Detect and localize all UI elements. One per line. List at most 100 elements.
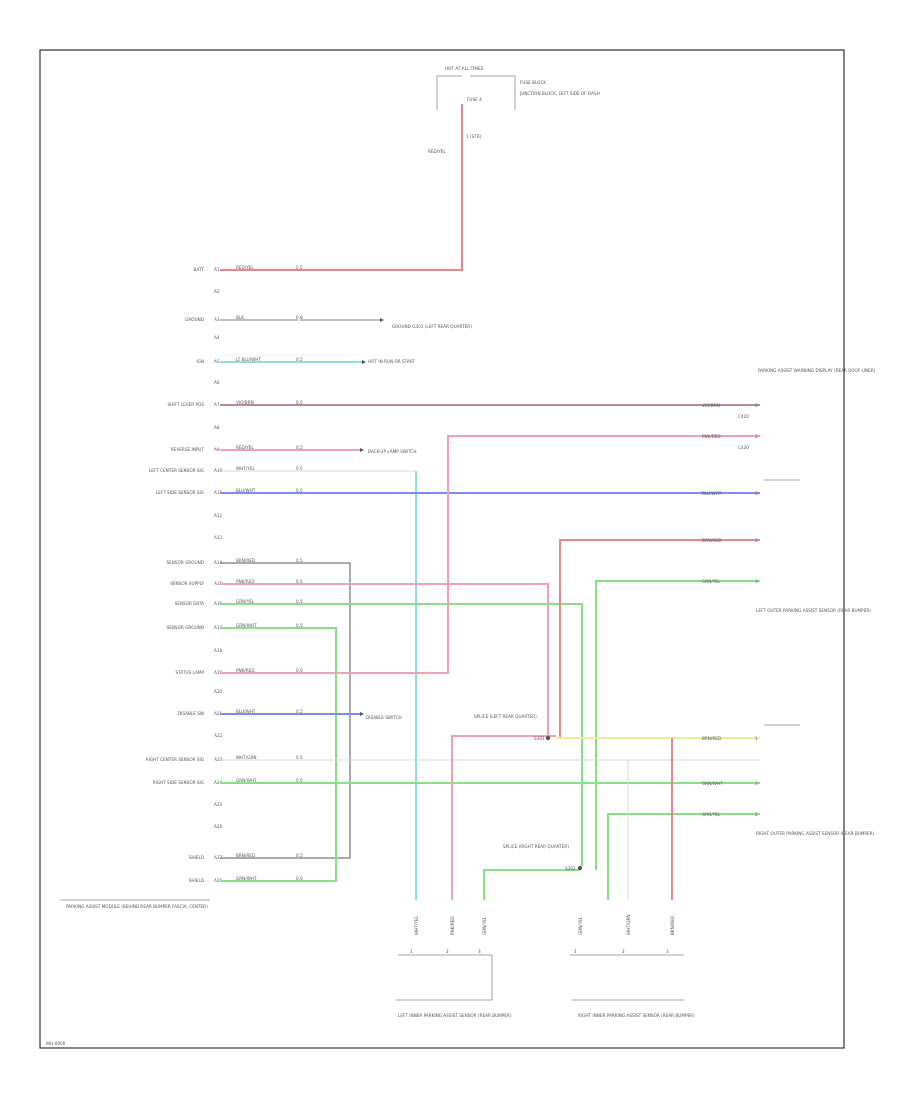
left-sensor-wire-2: PNK/RED — [450, 916, 455, 935]
pin-label-16: SENSOR DATA — [175, 601, 205, 606]
pin-wire-27: BRN/RED — [236, 853, 255, 858]
right-sensor-pin-1: 1 — [574, 949, 577, 954]
right-component-left-outer: LEFT OUTER PARKING ASSIST SENSOR (REAR B… — [756, 479, 871, 726]
pin-label-17: SENSOR GROUND — [166, 625, 204, 630]
pin-number-2: A2 — [214, 289, 220, 294]
pin-circuit-21: 0.5 — [296, 709, 303, 714]
splice-upper-dot — [545, 735, 551, 741]
pin-number-1: A1 — [214, 267, 220, 272]
diagram-frame — [39, 49, 845, 1049]
pin-label-5: IGN — [196, 359, 204, 364]
pin-wire-19: PNK/RED — [236, 668, 255, 673]
right-wire-label-7: GRN/WHT — [702, 781, 723, 786]
left-outer-supply — [559, 539, 760, 738]
callout-arrow-4 — [380, 318, 384, 322]
pin-label-19: STATUS LAMP — [176, 670, 205, 675]
pin-number-9: A9 — [214, 447, 220, 452]
pin-wire-1: RED/YEL — [236, 265, 254, 270]
pin-wire-15: PNK/RED — [236, 579, 255, 584]
right-inner-sensor: RIGHT INNER PARKING ASSIST SENSOR (REAR … — [570, 954, 695, 1018]
pin-circuit-11: 0.5 — [296, 488, 303, 493]
pin-circuit-17: 0.5 — [296, 623, 303, 628]
pin-label-14: SENSOR GROUND — [166, 560, 204, 565]
pin-label-9: REVERSE INPUT — [171, 447, 205, 452]
pin-number-20: A20 — [214, 689, 223, 694]
left-outer-data — [595, 580, 760, 870]
batt-wire — [220, 104, 463, 271]
right-wire-label-5: GRN/YEL — [702, 579, 721, 584]
disable-callout: DISABLE SWITCH — [366, 715, 402, 720]
right-sensor-wire-2: WHT/GRN — [626, 914, 631, 935]
right-sensor-wire-3: BRN/RED — [670, 916, 675, 935]
wire-runs — [220, 104, 760, 900]
power-source: HOT AT ALL TIMES FUSE 4 FUSE BLOCK JUNCT… — [428, 66, 600, 154]
pin-circuit-23: 0.5 — [296, 755, 303, 760]
module-bracket: PARKING ASSIST MODULE (BEHIND REAR BUMPE… — [60, 899, 210, 909]
pin-label-23: RIGHT CENTER SENSOR SIG — [146, 757, 204, 762]
pin-label-7: SHIFT LEVER POS — [168, 402, 205, 407]
right-wire-pin-5: 3 — [755, 579, 758, 584]
pin-circuit-27: 0.5 — [296, 853, 303, 858]
right-component-3: RIGHT OUTER PARKING ASSIST SENSOR (REAR … — [756, 831, 874, 836]
right-component-right-outer: RIGHT OUTER PARKING ASSIST SENSOR (REAR … — [756, 831, 874, 836]
pin-number-14: A14 — [214, 560, 223, 565]
pin-circuit-7: 0.5 — [296, 400, 303, 405]
right-wire-label-3: BLU/WHT — [702, 491, 722, 496]
right-wire-pin-8: 2 — [755, 812, 758, 817]
pin-number-18: A18 — [214, 648, 223, 653]
pin-wire-23: WHT/GRN — [236, 755, 257, 760]
callout-arrow-3 — [360, 712, 364, 716]
pin-wire-28: GRN/WHT — [236, 876, 257, 881]
pin-wire-9: RED/YEL — [236, 445, 254, 450]
ign-callout: HOT IN RUN OR START — [368, 359, 415, 364]
splice-upper-callout: SPLICE (LEFT REAR QUARTER) — [474, 714, 537, 719]
pin-wire-3: BLK — [236, 315, 244, 320]
left-inner-sensor: LEFT INNER PARKING ASSIST SENSOR (REAR B… — [396, 954, 512, 1018]
left-sensor-wire-1: WHT/YEL — [414, 916, 419, 935]
pin-number-17: A17 — [214, 625, 223, 630]
pin-label-21: DISABLE SW — [178, 711, 204, 716]
pin-circuit-24: 0.5 — [296, 778, 303, 783]
footer-code: WH-0000 — [46, 1041, 66, 1046]
fuse-block-label: FUSE BLOCK — [520, 80, 546, 85]
right-outer-data — [607, 813, 760, 900]
right-wire-label-4: BRN/RED — [702, 538, 721, 543]
splice-upper-id: S301 — [534, 736, 545, 741]
pin-number-19: A19 — [214, 670, 223, 675]
pin-wire-16: GRN/YEL — [236, 599, 255, 604]
right-sensor-wire-1: GRN/YEL — [578, 916, 583, 935]
pin-number-16: A16 — [214, 601, 223, 606]
pin-number-5: A5 — [214, 359, 220, 364]
splice-lower-callout: SPLICE (RIGHT REAR QUARTER) — [503, 844, 569, 849]
pin-number-12: A12 — [214, 513, 223, 518]
sensor-ground-b — [220, 627, 337, 882]
right-wire-label-8: GRN/YEL — [702, 812, 721, 817]
right-wire-pin-7: 3 — [755, 781, 758, 786]
pin-circuit-1: 0.5 — [296, 265, 303, 270]
right-wire-label-1: VIO/BRN — [702, 403, 720, 408]
pin-wire-10: WHT/YEL — [236, 466, 255, 471]
pin-number-8: A8 — [214, 425, 220, 430]
right-component-display: PARKING ASSIST WARNING DISPLAY (REAR ROO… — [758, 368, 876, 373]
right-inner-sensor-name: RIGHT INNER PARKING ASSIST SENSOR (REAR … — [578, 1013, 695, 1018]
pin-number-28: A28 — [214, 878, 223, 883]
pin-number-11: A11 — [214, 490, 223, 495]
left-sensor-pin-2: 2 — [446, 949, 449, 954]
lower-splice-feed — [483, 869, 580, 900]
pin-number-25: A25 — [214, 802, 223, 807]
sensor-data — [220, 603, 583, 866]
pin-label-15: SENSOR SUPPLY — [170, 581, 204, 586]
pin-circuit-28: 0.5 — [296, 876, 303, 881]
pin-number-15: A15 — [214, 581, 223, 586]
status-lamp-wire — [220, 435, 760, 674]
sensor-supply — [220, 583, 549, 740]
pin-number-22: A22 — [214, 733, 223, 738]
pin-label-27: SHIELD — [189, 855, 204, 860]
pin-wire-11: BLU/WHT — [236, 488, 256, 493]
pin-label-24: RIGHT SIDE SENSOR SIG — [153, 780, 204, 785]
right-wire-sub-1: C420 — [738, 414, 749, 419]
hot-at-all-times-label: HOT AT ALL TIMES — [445, 66, 484, 71]
pin-wire-21: BLU/WHT — [236, 709, 256, 714]
pin-number-21: A21 — [214, 711, 223, 716]
